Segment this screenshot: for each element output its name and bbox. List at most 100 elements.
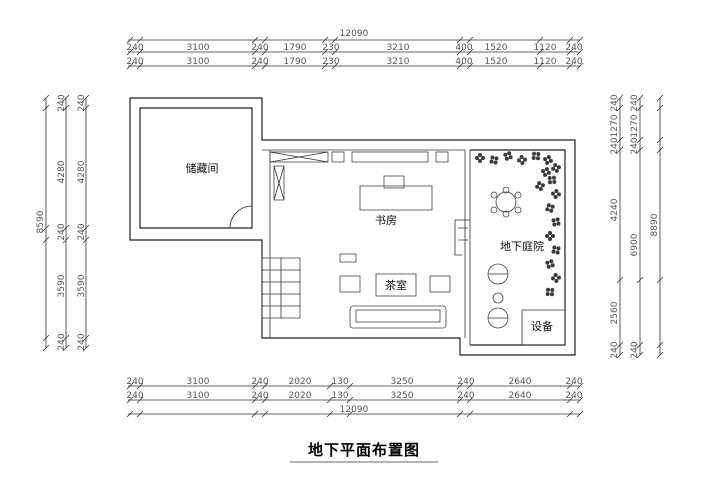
dim-bot1-0: 240 <box>126 377 143 387</box>
dimension-tick <box>136 396 144 404</box>
study-furniture <box>269 151 451 329</box>
dimension-tick <box>261 382 269 390</box>
dim-top1-7: 1520 <box>485 43 508 53</box>
plant-leaf <box>475 156 479 160</box>
dimension-tick <box>616 276 624 284</box>
dimension-tick <box>62 236 70 244</box>
dim-left-0: 240 <box>57 94 67 111</box>
dim-bot2-6: 240 <box>457 391 474 401</box>
tea-table <box>375 273 417 297</box>
dimension-tick <box>62 104 70 112</box>
round-table <box>495 191 517 213</box>
dimension-tick <box>576 62 584 70</box>
sofa <box>349 305 447 329</box>
plant-leaf <box>552 245 557 250</box>
dimension-tick <box>326 382 334 390</box>
dim-bot2-7: 2640 <box>509 391 532 401</box>
right-outer-dimension: 8890 <box>650 213 660 236</box>
dimension-tick <box>456 36 464 44</box>
dimension-tick <box>576 396 584 404</box>
dimension-tick <box>326 396 334 404</box>
dimension-tick <box>42 344 50 352</box>
dimension-tick <box>466 396 474 404</box>
dimension-tick <box>656 104 664 112</box>
plant-leaf <box>550 288 555 292</box>
dim-bot1-3: 2020 <box>289 377 312 387</box>
dim-top1-8: 1120 <box>534 43 557 53</box>
plant-leaf <box>478 159 482 163</box>
dimension-tick <box>42 334 50 342</box>
dimension-tick <box>566 62 574 70</box>
plant-leaf <box>507 151 512 156</box>
plant-leaf <box>545 207 550 212</box>
plant-leaf <box>546 287 550 292</box>
plant-leaf <box>546 203 551 208</box>
courtyard-furniture <box>487 186 522 329</box>
dimension-tick <box>62 344 70 352</box>
plant-leaf <box>523 157 527 162</box>
dim-bot2-3: 2020 <box>289 391 312 401</box>
top-dimensions: 12090 240 3100 240 1790 230 3210 400 152… <box>126 29 584 70</box>
plant-leaf <box>552 180 557 184</box>
plant-leaf <box>548 180 552 185</box>
plant-leaf <box>535 184 540 189</box>
bottom-total-dimension: 12090 <box>340 405 369 415</box>
dimension-tick <box>616 136 624 144</box>
dimension-tick <box>466 48 474 56</box>
plant-leaf <box>504 156 509 161</box>
walls <box>129 97 576 356</box>
dimension-tick <box>126 396 134 404</box>
dimension-tick <box>126 62 134 70</box>
dimension-tick <box>261 396 269 404</box>
plant-leaf <box>519 155 524 159</box>
plant-leaf <box>503 152 508 157</box>
dimension-tick <box>321 62 329 70</box>
plant-leaf <box>550 263 555 268</box>
dimension-tick <box>656 341 664 349</box>
dimension-tick <box>456 382 464 390</box>
plant-leaf <box>546 264 551 269</box>
plant-leaf <box>545 234 549 238</box>
dim-top1-0: 240 <box>126 43 143 53</box>
dimension-tick <box>456 48 464 56</box>
plant-leaf <box>536 156 540 161</box>
dim-bot1-7: 2640 <box>509 377 532 387</box>
plant-leaf <box>543 172 548 177</box>
dim-top1-6: 400 <box>455 43 472 53</box>
dimension-tick <box>576 36 584 44</box>
dim-bot2-8: 240 <box>565 391 582 401</box>
plant-leaf <box>544 167 549 172</box>
plant-leaf <box>555 217 560 222</box>
dimension-tick <box>636 104 644 112</box>
plant-leaf <box>554 189 559 193</box>
dim-bot1-2: 240 <box>251 377 268 387</box>
dim-right2-3: 6900 <box>630 233 640 256</box>
dimension-tick <box>331 36 339 44</box>
dimension-tick <box>251 48 259 56</box>
drawing-title: 地下平面布置图 <box>308 441 420 459</box>
dimension-tick <box>261 410 269 418</box>
dimension-tick <box>616 94 624 102</box>
dimension-tick <box>136 36 144 44</box>
dim-right2-1: 1270 <box>630 114 640 137</box>
dimension-tick <box>136 382 144 390</box>
dimension-tick <box>331 48 339 56</box>
plant-leaf <box>546 170 551 175</box>
dim-left2-3: 3590 <box>77 274 87 297</box>
plant-leaf <box>548 158 553 163</box>
plant-leaf <box>540 183 545 188</box>
plant-leaf <box>550 292 554 297</box>
plant-leaf <box>546 155 551 160</box>
dim-right-5: 240 <box>610 341 620 358</box>
dimension-tick <box>82 334 90 342</box>
dimension-tick <box>466 62 474 70</box>
dim-top2-2: 240 <box>251 57 268 67</box>
dimension-tick <box>636 136 644 144</box>
dimension-tick <box>251 382 259 390</box>
dim-top2-4: 230 <box>322 57 339 67</box>
dimension-tick <box>576 48 584 56</box>
dimension-tick <box>536 36 544 44</box>
plant-leaf <box>490 155 495 160</box>
plant-leaf <box>541 169 546 174</box>
dimension-tick <box>251 36 259 44</box>
